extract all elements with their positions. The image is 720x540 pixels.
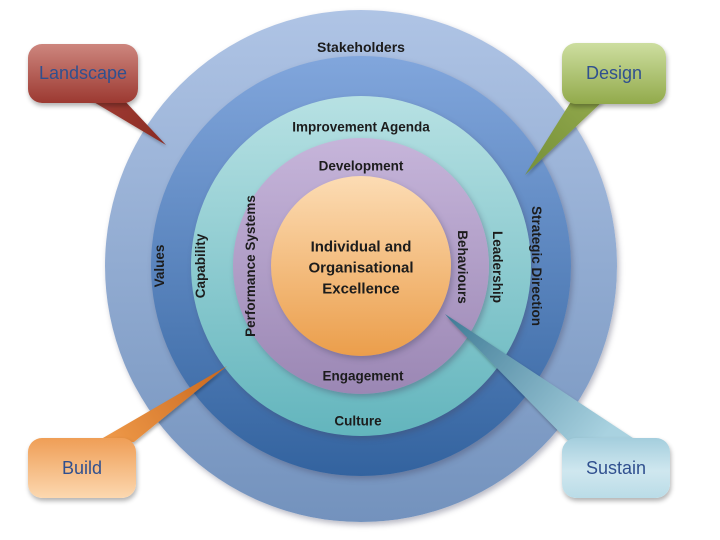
label-stakeholders: Stakeholders xyxy=(317,39,405,55)
center-circle-excellence xyxy=(271,176,451,356)
callout-sustain: Sustain xyxy=(562,438,670,498)
label-values: Values xyxy=(152,244,167,288)
label-center-excellence: Individual and Organisational Excellence xyxy=(308,237,413,300)
label-capability: Capability xyxy=(193,233,208,299)
callout-design-label: Design xyxy=(585,63,643,83)
label-development: Development xyxy=(318,158,404,174)
label-leadership: Leadership xyxy=(490,230,505,304)
callout-build-label: Build xyxy=(61,457,103,478)
callout-build: Build xyxy=(28,438,136,498)
label-strategic-direction: Strategic Direction xyxy=(529,205,544,327)
label-behaviours: Behaviours xyxy=(455,230,470,304)
label-improvement-agenda: Improvement Agenda xyxy=(292,119,430,135)
center-line-3: Excellence xyxy=(322,280,400,298)
center-line-1: Individual and xyxy=(310,238,412,256)
callout-sustain-label: Sustain xyxy=(585,457,647,478)
center-line-2: Organisational xyxy=(308,259,414,277)
callout-landscape: Landscape xyxy=(28,44,138,103)
callout-design: Design xyxy=(562,43,666,104)
label-culture: Culture xyxy=(334,413,382,429)
label-engagement: Engagement xyxy=(322,368,404,384)
callout-landscape-label: Landscape xyxy=(38,63,128,83)
label-performance-systems: Performance Systems xyxy=(243,195,258,337)
